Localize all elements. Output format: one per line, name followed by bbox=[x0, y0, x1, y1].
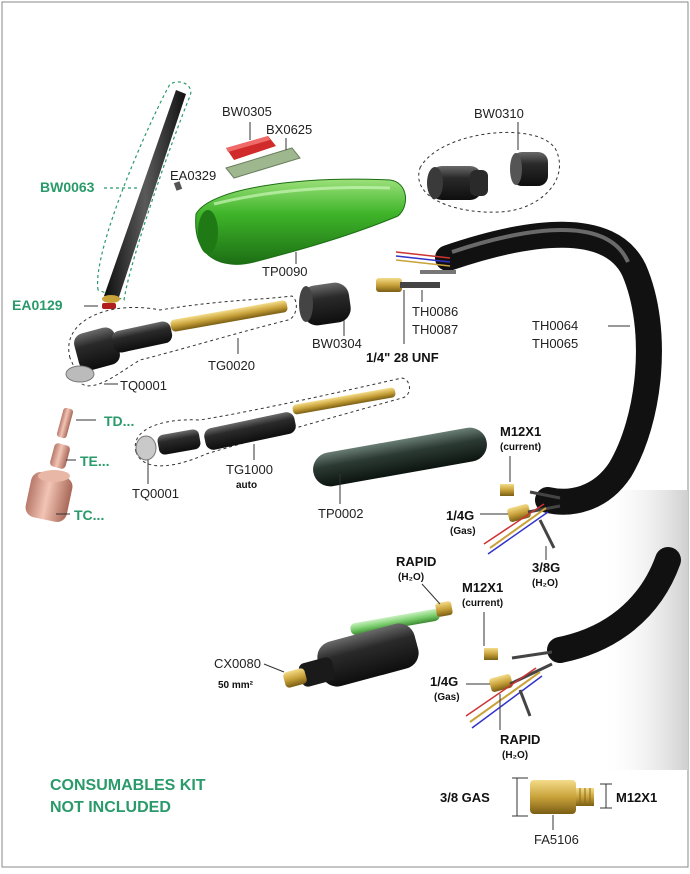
label-cx0080-section: 50 mm² bbox=[218, 680, 254, 691]
green-handle-tp0090 bbox=[195, 178, 406, 265]
label-tp0090: TP0090 bbox=[262, 264, 308, 279]
label-tg1000: TG1000 bbox=[226, 462, 273, 477]
label-tq0001-upper: TQ0001 bbox=[120, 378, 167, 393]
label-14g-upper-gas: (Gas) bbox=[450, 526, 476, 537]
label-tq0001-lower: TQ0001 bbox=[132, 486, 179, 501]
label-bw0310: BW0310 bbox=[474, 106, 524, 121]
label-bw0304: BW0304 bbox=[312, 336, 362, 351]
rapid-hose bbox=[350, 601, 453, 635]
collet-body-bw0310 bbox=[427, 166, 488, 200]
label-bw0063: BW0063 bbox=[40, 179, 95, 195]
red-oring-ea0129 bbox=[102, 303, 116, 309]
label-te: TE... bbox=[80, 453, 110, 469]
notice-line-1: CONSUMABLES KIT bbox=[50, 777, 206, 794]
label-tc: TC... bbox=[74, 507, 104, 523]
label-unf-thread: 1/4" 28 UNF bbox=[366, 350, 439, 365]
label-th0087: TH0087 bbox=[412, 322, 458, 337]
main-cable bbox=[435, 221, 662, 515]
label-14g-lower-gas: (Gas) bbox=[434, 692, 460, 703]
label-tg0020: TG0020 bbox=[208, 358, 255, 373]
brass-tube-tg0020 bbox=[170, 300, 288, 332]
sleeve-bw0304 bbox=[299, 282, 351, 326]
label-th0086: TH0086 bbox=[412, 304, 458, 319]
screw-ea0329 bbox=[173, 181, 183, 191]
dinse-connector-cx0080 bbox=[283, 623, 419, 688]
label-m12x1-upper-current: (current) bbox=[500, 442, 541, 453]
label-14g-lower: 1/4G bbox=[430, 674, 458, 689]
back-cap bbox=[97, 81, 192, 303]
notice-line-2: NOT INCLUDED bbox=[50, 799, 171, 816]
switch-board-bx0625 bbox=[225, 147, 301, 179]
label-tg1000-auto: auto bbox=[236, 480, 257, 491]
cable-inlet-th0086 bbox=[376, 251, 456, 292]
label-th0065: TH0065 bbox=[532, 336, 578, 351]
cable-end-upper bbox=[483, 484, 561, 555]
label-38g: 3/8G bbox=[532, 560, 560, 575]
label-rapid-upper: RAPID bbox=[396, 554, 436, 569]
label-cx0080: CX0080 bbox=[214, 656, 261, 671]
red-switch-bw0305 bbox=[226, 136, 276, 160]
label-bw0305: BW0305 bbox=[222, 104, 272, 119]
label-ea0129: EA0129 bbox=[12, 297, 63, 313]
label-14g-upper: 1/4G bbox=[446, 508, 474, 523]
label-fa5106: FA5106 bbox=[534, 832, 579, 847]
label-td: TD... bbox=[104, 413, 134, 429]
cover-tube-tp0002 bbox=[313, 427, 487, 487]
label-th0064: TH0064 bbox=[532, 318, 578, 333]
label-m12x1-adapter: M12X1 bbox=[616, 790, 657, 805]
collet-td bbox=[56, 407, 74, 439]
nut-bw0310 bbox=[510, 152, 548, 186]
label-rapid-lower-h2o: (H₂O) bbox=[502, 750, 528, 761]
collet-body-te bbox=[50, 443, 70, 469]
label-rapid-upper-h2o: (H₂O) bbox=[398, 572, 424, 583]
nozzle-tc bbox=[25, 471, 73, 523]
adapter-fa5106 bbox=[530, 780, 594, 814]
label-bx0625: BX0625 bbox=[266, 122, 312, 137]
label-tp0002: TP0002 bbox=[318, 506, 364, 521]
torch-body-tg1000 bbox=[135, 387, 396, 461]
label-m12x1-lower: M12X1 bbox=[462, 580, 503, 595]
label-38g-h2o: (H₂O) bbox=[532, 578, 558, 589]
label-38-gas: 3/8 GAS bbox=[440, 790, 490, 805]
label-rapid-lower: RAPID bbox=[500, 732, 540, 747]
leader-lines bbox=[56, 122, 630, 830]
lower-cable bbox=[547, 547, 681, 663]
label-ea0329: EA0329 bbox=[170, 168, 216, 183]
cable-end-lower bbox=[465, 648, 553, 729]
label-m12x1-lower-current: (current) bbox=[462, 598, 503, 609]
label-m12x1-upper: M12X1 bbox=[500, 424, 541, 439]
torch-head bbox=[65, 321, 173, 383]
